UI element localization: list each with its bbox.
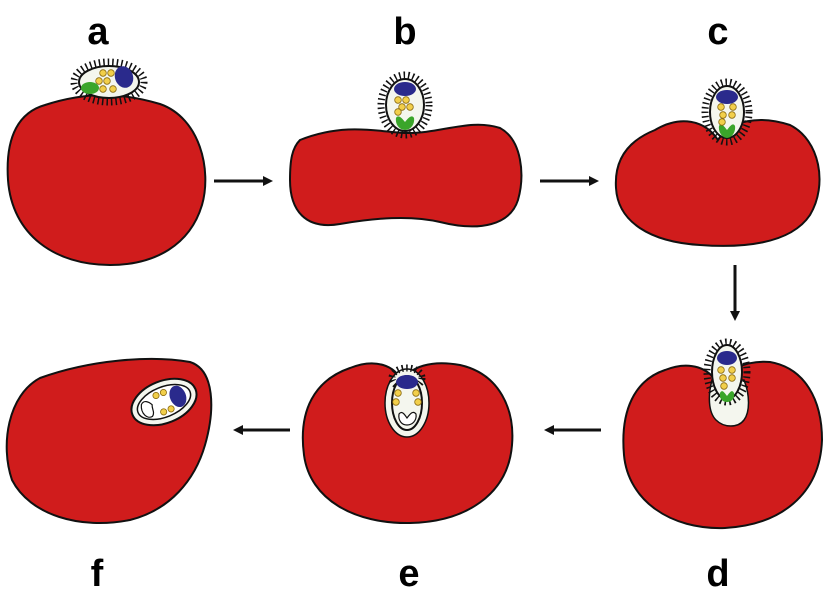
stage-a: [6, 58, 207, 267]
nucleus-e: [396, 375, 418, 389]
nucleus-f: [169, 385, 187, 408]
panel-label-b: b: [393, 11, 416, 53]
panel-label-a: a: [87, 11, 109, 53]
stage-b: [288, 71, 523, 228]
stage-e: [301, 362, 514, 525]
stage-c: [614, 78, 821, 247]
erythrocyte-b: [288, 123, 523, 228]
panel-label-e: e: [398, 553, 419, 592]
nucleus-a: [114, 66, 134, 88]
erythrocyte-c: [614, 119, 821, 247]
parasite-e: [384, 364, 430, 438]
parasite-d: [703, 338, 751, 406]
stage-d: [622, 338, 824, 530]
erythrocyte-a: [6, 94, 207, 267]
apicoplast-c: [718, 124, 736, 138]
parasite-c: [701, 78, 753, 146]
apicoplast-a: [81, 82, 99, 94]
parasite-b: [377, 71, 433, 139]
parasite-a: [70, 58, 148, 106]
nucleus-c: [716, 90, 738, 104]
panel-label-c: c: [707, 11, 728, 53]
stage-f: [5, 357, 213, 524]
panel-label-d: d: [706, 553, 729, 592]
parasite-f: [130, 377, 198, 427]
apicoplast-e: [398, 411, 417, 426]
panel-label-f: f: [91, 553, 104, 592]
apicoplast-d: [719, 391, 735, 402]
apicoplast-b: [395, 116, 415, 130]
nucleus-d: [717, 351, 737, 365]
apicoplast-f: [140, 400, 155, 418]
nucleus-b: [394, 82, 416, 96]
